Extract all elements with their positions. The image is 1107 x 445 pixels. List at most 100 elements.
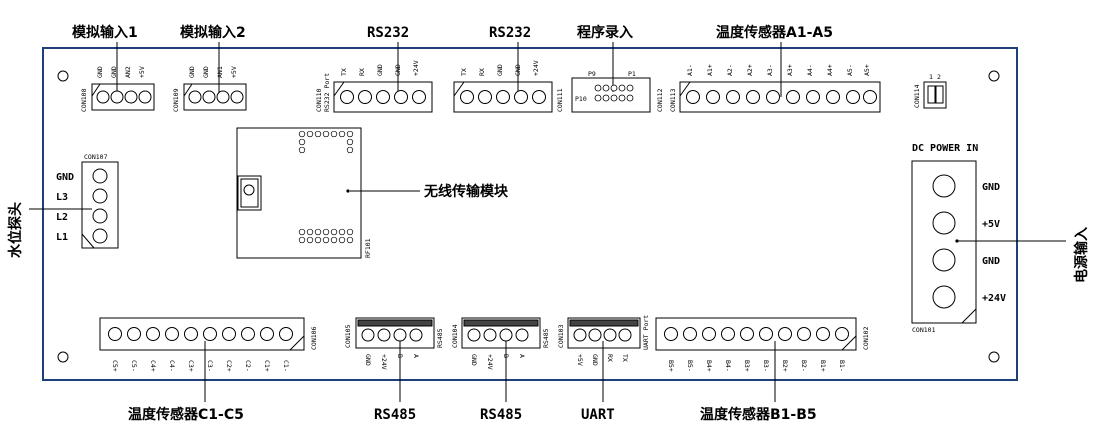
con106-pin-7: C2- [244,360,252,372]
con110-pin-3: GND [394,64,402,76]
con108-pin-0: GND [96,66,104,78]
con114-pin-0: 1 [929,73,933,81]
callout-temp-sensor-c: 温度传感器C1-C5 [128,406,244,423]
callout-uart: UART [581,407,615,423]
con110-pin-1: RX [358,68,366,76]
con104-ref: CON104 [451,324,459,348]
connector-con107: CON107 GND L3 L2 L1 [56,153,119,249]
con104-pin-1: +24V [486,354,494,370]
con103-pin-1: GND [591,354,599,366]
con101-pin-3: +24V [982,293,1006,304]
con111-pin-4: +24V [532,60,540,76]
con112-p9: P9 [588,70,596,78]
con101-pin-2: GND [982,256,1000,267]
con113-pin-3: A2+ [746,64,754,76]
con105-pin-0: GND [364,354,372,366]
mounting-hole [57,351,69,363]
con101-ref: CON101 [912,326,936,334]
con109-pin-2: AN1 [216,66,224,78]
con108-ref: CON108 [80,88,88,112]
connector-con112: P9 P1 P10 CON112 [571,70,664,113]
con107-pin-0: GND [56,172,74,183]
callout-analog-in-1: 模拟输入1 [72,24,138,41]
con113-pin-2: A2- [726,64,734,76]
con113-pin-5: A3+ [786,64,794,76]
con109-ref: CON109 [172,88,180,112]
con106-pin-3: C4- [168,360,176,372]
con102-pin-4: B3+ [743,360,751,372]
callout-temp-sensor-a: 温度传感器A1-A5 [716,24,833,41]
wireless-module-rf101: RF101 [236,127,420,259]
con113-ref: CON113 [669,88,677,112]
con105-pin-3: A [412,354,420,358]
con102-pin-1: B5- [686,360,694,372]
con111-pin-0: TX [460,68,468,76]
con108-pin-1: GND [110,66,118,78]
con102-pin-3: B4- [724,360,732,372]
con108-pin-2: AN2 [124,66,132,78]
connector-con101: DC POWER IN GND +5V GND +24V CON101 [911,143,1066,334]
leader-lines-top [116,42,782,97]
callout-rs485-b: RS485 [480,407,522,423]
con110-ref: CON110 [315,88,323,112]
con101-title: DC POWER IN [912,143,978,154]
connector-con103: CON103 UART Port +5V GND RX TX [557,315,650,366]
con106-pin-8: C1+ [263,360,271,372]
con102-pin-0: B5+ [667,360,675,372]
callout-temp-sensor-b: 温度传感器B1-B5 [700,406,817,423]
con111-pin-2: GND [496,64,504,76]
connector-con111: CON111 TX RX GND GND +24V [453,60,564,113]
con113-pin-4: A3- [766,64,774,76]
con113-pin-9: A5+ [863,64,871,76]
con114-pin-1: 2 [937,73,941,81]
callout-analog-in-2: 模拟输入2 [180,24,246,41]
connector-con108: CON108 GND GND AN2 +5V [80,66,155,112]
con101-pin-1: +5V [982,219,1000,230]
con102-pin-6: B2+ [781,360,789,372]
con102-pin-2: B4+ [705,360,713,372]
con104-pin-0: GND [470,354,478,366]
con103-sub: UART Port [642,315,650,350]
con102-ref: CON102 [862,326,870,350]
con112-ref: CON112 [656,88,664,112]
con113-pin-1: A1+ [706,64,714,76]
con105-pin-1: +24V [380,354,388,370]
con106-pin-2: C4+ [149,360,157,372]
con101-pin-0: GND [982,182,1000,193]
leader-lines-bottom [204,341,776,402]
connector-con110: CON110 RS232 Port TX RX GND GND +24V [315,60,433,113]
mounting-hole [57,70,69,82]
connector-con106: CON106 C5+ C5- C4+ C4- C3+ C3- C2+ C2- C… [99,317,318,372]
con113-pin-7: A4+ [826,64,834,76]
con103-ref: CON103 [557,324,565,348]
callout-water-probe: 水位探头 [7,202,24,258]
con109-pin-1: GND [202,66,210,78]
mounting-hole [988,351,1000,363]
con103-pin-2: RX [606,354,614,362]
con106-ref: CON106 [310,326,318,350]
con107-pin-1: L3 [56,192,68,203]
connector-con102: CON102 B5+ B5- B4+ B4- B3+ B3- B2+ B2- B… [655,317,870,372]
con104-sub: RS485 [542,328,550,348]
con107-pin-2: L2 [56,212,68,223]
con106-pin-9: C1- [282,360,290,372]
con110-sub: RS232 Port [323,73,331,112]
con111-pin-3: GND [514,64,522,76]
con105-sub: RS485 [436,328,444,348]
con103-pin-0: +5V [576,354,584,366]
rf101-ref: RF101 [364,238,372,258]
mounting-hole [988,70,1000,82]
con110-pin-4: +24V [412,60,420,76]
con103-pin-3: TX [621,354,629,362]
con109-pin-3: +5V [230,66,238,78]
con111-ref: CON111 [556,88,564,112]
con111-pin-1: RX [478,68,486,76]
con102-pin-5: B3- [762,360,770,372]
con107-ref: CON107 [84,153,108,161]
con113-pin-8: A5- [846,64,854,76]
con106-pin-4: C3+ [187,360,195,372]
con106-pin-1: C5- [130,360,138,372]
con104-pin-3: A [518,354,526,358]
con106-pin-0: C5+ [111,360,119,372]
callout-wireless-module: 无线传输模块 [423,183,509,200]
